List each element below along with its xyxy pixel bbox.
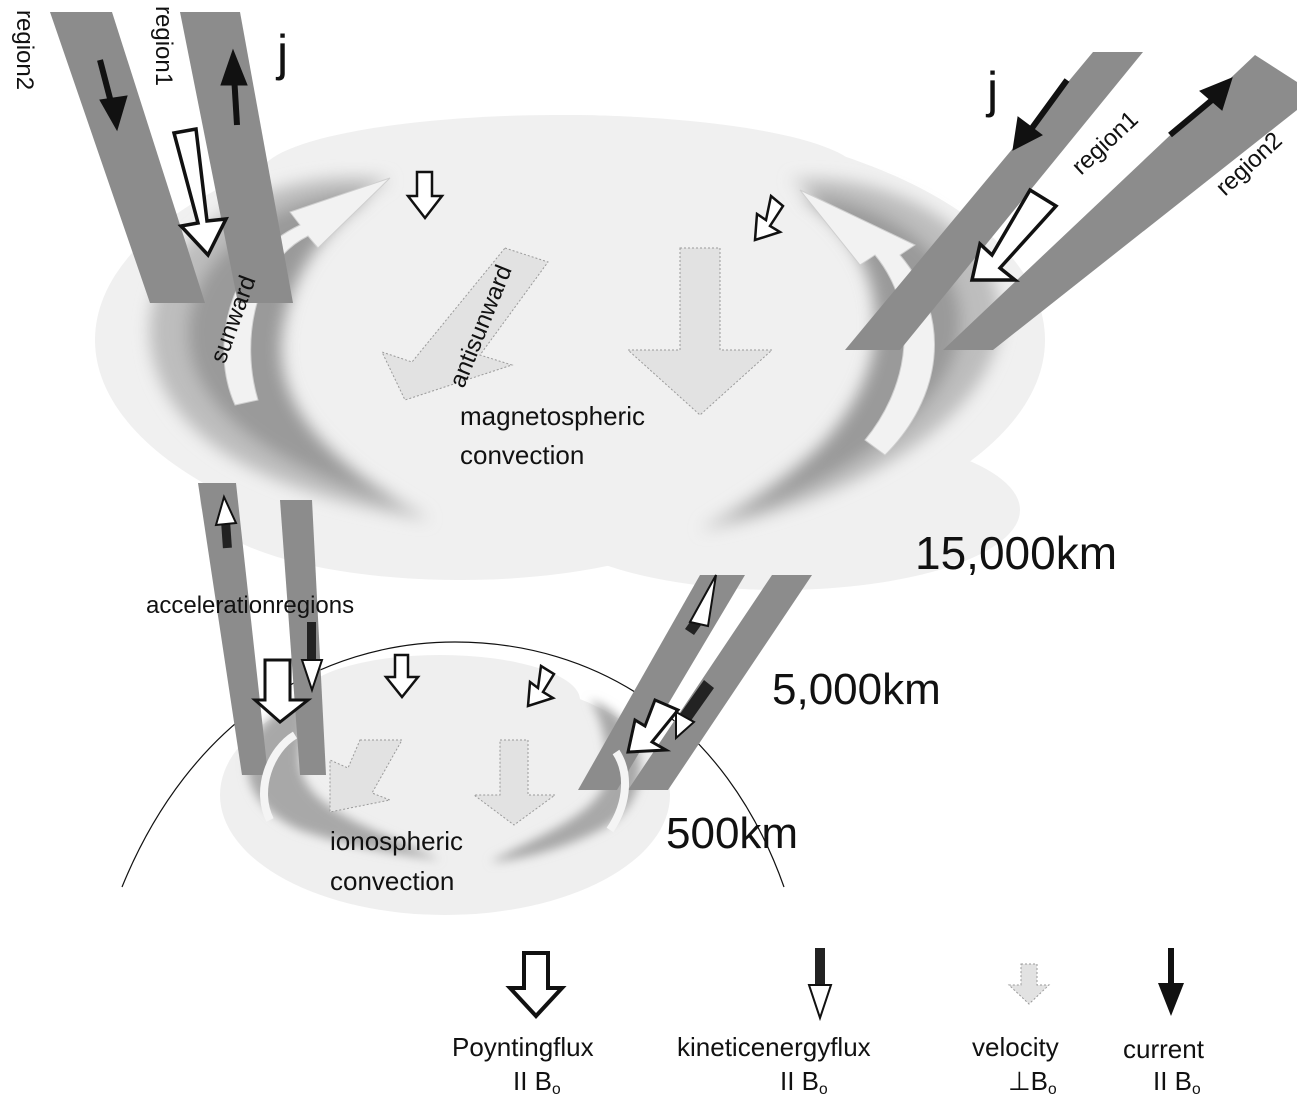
ionosphere-cloud xyxy=(220,655,670,915)
current-arrows xyxy=(97,48,1233,151)
earth-limb xyxy=(121,641,785,888)
altitude-15000-label: 15,000km xyxy=(915,527,1118,579)
legend-kinetic-label: kineticenergyflux xyxy=(677,1032,871,1062)
acceleration-regions-label: accelerationregions xyxy=(146,592,355,619)
magnetospheric-convection-line2: convection xyxy=(460,440,585,470)
j-right-label: j xyxy=(987,62,999,118)
legend-symbols xyxy=(505,948,1184,1022)
altitude-5000-label: 5,000km xyxy=(772,665,941,714)
legend-poynting-icon xyxy=(505,951,567,1019)
region2-left-label: region2 xyxy=(11,10,38,91)
legend-poynting-label: Poyntingflux xyxy=(452,1032,594,1062)
legend-current-label: current xyxy=(1123,1034,1204,1064)
legend-current-sub: II Bo xyxy=(1153,1066,1201,1098)
legend-current-icon xyxy=(1158,983,1184,1016)
legend-poynting-sub: II Bo xyxy=(513,1066,561,1098)
altitude-500-label: 500km xyxy=(666,809,799,858)
ionospheric-convection-line1: ionospheric xyxy=(330,826,463,856)
j-left-label: j xyxy=(277,25,289,81)
legend-kinetic-sub: II Bo xyxy=(780,1066,828,1098)
ionosphere-flow-arrows xyxy=(260,731,629,833)
current-bands-lower xyxy=(198,483,812,790)
legend-kinetic-icon xyxy=(815,948,825,986)
legend-velocity-label: velocity xyxy=(972,1032,1059,1062)
region1-left-label: region1 xyxy=(150,6,177,87)
current-bands-upper xyxy=(50,12,1297,350)
ionospheric-convection-line2: convection xyxy=(330,866,455,896)
kinetic-energy-flux-arrows xyxy=(214,494,717,741)
legend-velocity-icon xyxy=(1007,963,1051,1005)
antisunward-velocity-arrows xyxy=(381,247,774,416)
poynting-flux-arrows xyxy=(171,126,1059,754)
magnetospheric-convection-line1: magnetospheric xyxy=(460,401,645,431)
ionosphere-crescents xyxy=(247,700,641,862)
legend-velocity-sub: ⊥Bo xyxy=(1008,1066,1057,1098)
